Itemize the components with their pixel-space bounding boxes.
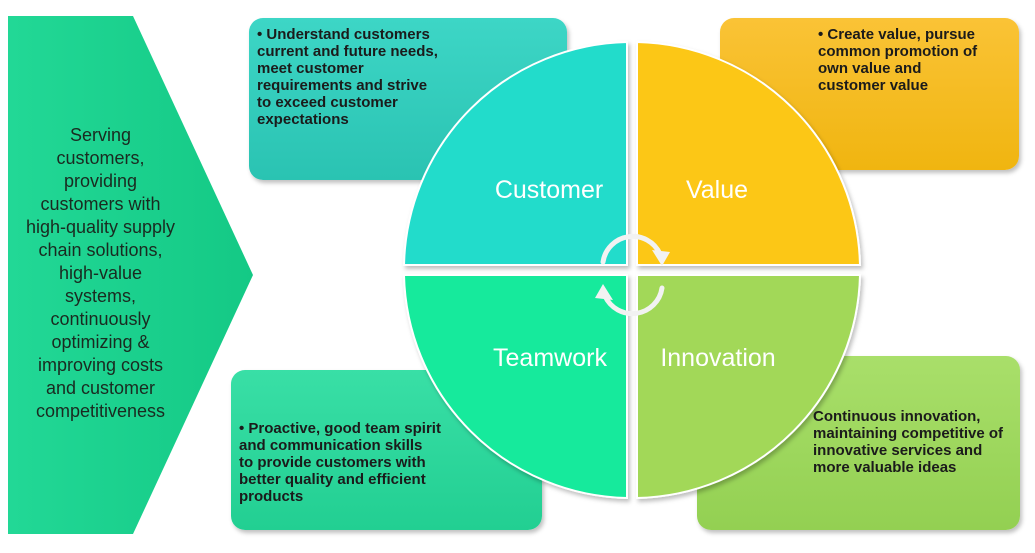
cycle-arrows-icon bbox=[595, 233, 670, 317]
innovation-description: Continuous innovation, maintaining compe… bbox=[813, 408, 1004, 476]
teamwork-description-box: Proactive, good team spirit and communic… bbox=[231, 370, 542, 530]
teamwork-description: Proactive, good team spirit and communic… bbox=[239, 420, 537, 505]
value-label: Value bbox=[685, 176, 749, 204]
customer-description: Understand customers current and future … bbox=[257, 26, 557, 128]
chevron-arrow-shape bbox=[8, 16, 253, 534]
summary-arrow-panel: Serving customers, providing customers w… bbox=[8, 16, 253, 534]
summary-text: Serving customers, providing customers w… bbox=[25, 125, 176, 421]
customer-description-box: Understand customers current and future … bbox=[249, 18, 567, 180]
customer-label: Customer bbox=[494, 176, 604, 204]
innovation-description-box: Continuous innovation, maintaining compe… bbox=[697, 356, 1020, 530]
teamwork-label: Teamwork bbox=[493, 344, 607, 372]
value-description: Create value, pursue common promotion of… bbox=[818, 26, 1013, 94]
value-description-box: Create value, pursue common promotion of… bbox=[720, 18, 1019, 170]
